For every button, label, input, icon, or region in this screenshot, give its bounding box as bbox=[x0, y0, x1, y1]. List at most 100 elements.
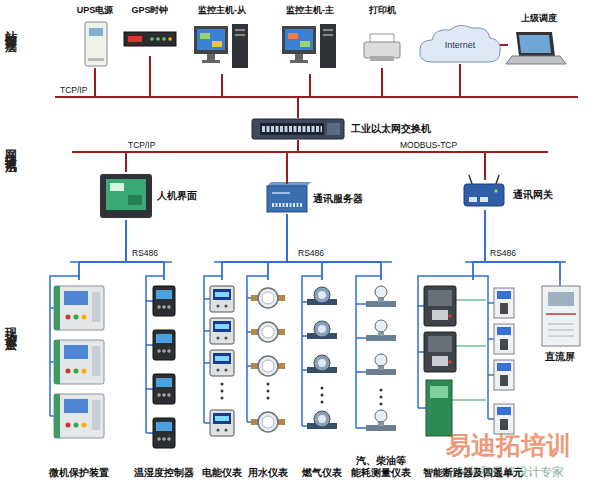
flow-meter-icon bbox=[366, 286, 396, 307]
controller-icon bbox=[153, 286, 175, 316]
workstation-icon bbox=[202, 60, 220, 63]
gas-meter-icon bbox=[307, 321, 337, 339]
remote-unit-icon bbox=[494, 360, 514, 390]
node-label: 用水仪表 bbox=[242, 467, 294, 479]
hmi-icon bbox=[100, 174, 152, 218]
gps-clock-icon bbox=[150, 37, 154, 41]
device-node: 温湿度控制器 bbox=[128, 280, 200, 478]
ellipsis-dot bbox=[321, 387, 324, 390]
remote-unit-icon bbox=[494, 288, 514, 434]
gas-meter-icon bbox=[307, 411, 337, 429]
network-link bbox=[473, 210, 485, 280]
device-node: 汽、柴油等 能耗测量仪表 bbox=[346, 280, 416, 478]
workstation-icon bbox=[323, 29, 333, 31]
remote-unit-icon bbox=[494, 404, 514, 434]
controller-icon bbox=[153, 418, 175, 448]
rs485-wire bbox=[473, 276, 494, 419]
protection-device-icon bbox=[54, 340, 104, 384]
network-link bbox=[95, 68, 298, 118]
device-node: 上级调度 bbox=[508, 14, 570, 76]
device-node: 监控主机-主 bbox=[278, 6, 342, 74]
bus-label: TCP/IP bbox=[128, 141, 155, 150]
node-label: 监控主机-主 bbox=[270, 5, 350, 15]
switch-icon bbox=[327, 123, 340, 135]
laptop-icon bbox=[506, 32, 566, 64]
workstation-icon bbox=[197, 29, 225, 50]
rs485-wire bbox=[356, 276, 381, 428]
dc-panel-icon bbox=[548, 292, 574, 306]
remote-unit-icon bbox=[494, 324, 514, 354]
switch-icon bbox=[252, 119, 344, 139]
flow-meter-icon bbox=[366, 354, 396, 375]
workstation-icon bbox=[300, 41, 310, 47]
workstation-icon bbox=[285, 29, 313, 50]
cloud-icon bbox=[420, 25, 501, 62]
workstation-icon bbox=[194, 24, 248, 68]
ups-icon bbox=[88, 58, 104, 61]
energy-meter-icon bbox=[210, 286, 234, 312]
ellipsis-dot bbox=[267, 390, 270, 393]
device-node: 人机界面 bbox=[100, 172, 152, 220]
network-link bbox=[222, 74, 298, 118]
breaker-icon bbox=[424, 286, 456, 326]
gateway-icon bbox=[464, 184, 504, 206]
energy-meter-icon bbox=[210, 410, 234, 436]
workstation-icon bbox=[194, 26, 228, 54]
ellipsis-dot bbox=[221, 383, 224, 386]
layer-label: 现场设备层 bbox=[4, 318, 17, 333]
node-label: GPS时钟 bbox=[114, 5, 186, 15]
server-icon bbox=[267, 182, 311, 186]
bus-label: TCP/IP bbox=[60, 86, 87, 95]
ellipsis-dot bbox=[267, 383, 270, 386]
layer-label: 网络通讯层 bbox=[4, 140, 17, 155]
control-wire bbox=[452, 300, 486, 400]
network-link bbox=[485, 210, 560, 280]
node-label: 上级调度 bbox=[500, 13, 578, 23]
water-meter-icon bbox=[251, 322, 285, 342]
water-meter-icon bbox=[251, 288, 285, 308]
ellipsis-dot bbox=[380, 396, 383, 399]
server-icon bbox=[267, 182, 311, 212]
dc-panel-icon bbox=[548, 324, 574, 336]
dc-panel-icon bbox=[542, 286, 580, 346]
ellipsis-dot bbox=[321, 401, 324, 404]
breaker-icon bbox=[424, 332, 456, 372]
device-node: 燃气仪表 bbox=[300, 280, 344, 478]
network-link bbox=[298, 68, 382, 118]
flow-meter-icon bbox=[366, 410, 396, 431]
bus-line bbox=[55, 97, 578, 152]
node-label: 智能断路器及四遥单元 bbox=[414, 467, 532, 479]
gps-clock-icon bbox=[162, 37, 166, 41]
network-link bbox=[287, 140, 298, 184]
hmi-icon bbox=[100, 174, 152, 218]
workstation-icon bbox=[207, 54, 215, 60]
gps-clock-icon bbox=[124, 32, 176, 46]
bus-label: MODBUS-TCP bbox=[400, 141, 457, 150]
node-label: 汽、柴油等 能耗测量仪表 bbox=[342, 455, 420, 478]
protection-device-icon bbox=[54, 286, 104, 330]
ups-icon bbox=[89, 28, 103, 36]
node-label: 通讯网关 bbox=[513, 189, 553, 201]
ellipsis-dot bbox=[321, 394, 324, 397]
gps-clock-icon bbox=[124, 32, 176, 46]
node-label: 工业以太网交换机 bbox=[351, 123, 431, 135]
node-label: 温湿度控制器 bbox=[124, 467, 204, 479]
node-label: 燃气仪表 bbox=[296, 467, 348, 479]
laptop-icon bbox=[516, 32, 555, 56]
hmi-icon bbox=[128, 195, 142, 205]
workstation-icon bbox=[295, 54, 303, 60]
device-node: Internet bbox=[420, 26, 500, 64]
device-node: 通讯服务器 bbox=[266, 184, 308, 214]
device-node: 用水仪表 bbox=[246, 280, 290, 478]
workstation-icon bbox=[290, 60, 308, 63]
water-meter-icon bbox=[251, 412, 285, 432]
network-link bbox=[222, 214, 287, 280]
remote-unit-icon bbox=[494, 288, 514, 318]
node-label: 直流屏 bbox=[532, 351, 588, 363]
server-icon bbox=[267, 186, 307, 212]
